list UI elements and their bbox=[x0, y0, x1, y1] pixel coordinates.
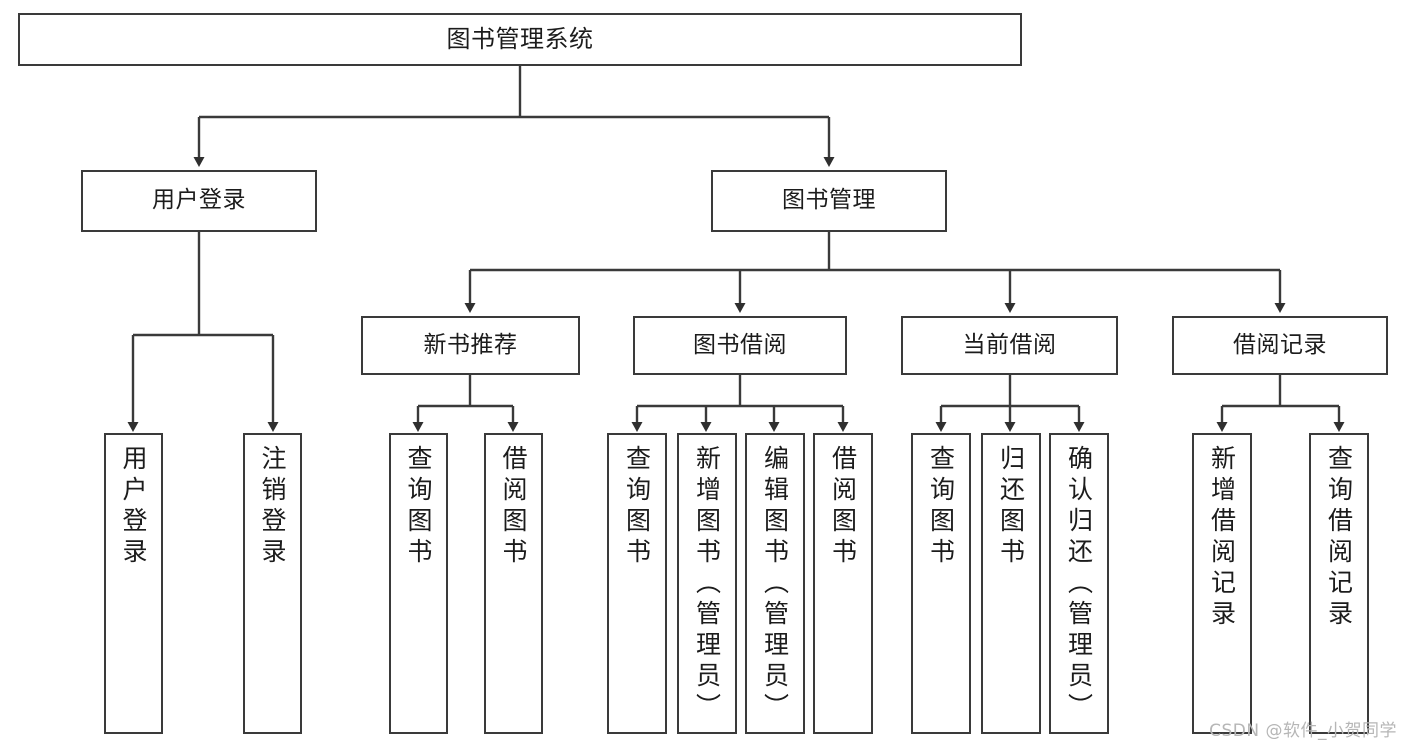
node-leaf-logout[interactable]: 注销登录 bbox=[243, 433, 302, 734]
node-leaf-add-borrow-record[interactable]: 新增借阅记录 bbox=[1192, 433, 1252, 734]
node-leaf-current-query-book[interactable]: 查询图书 bbox=[911, 433, 971, 734]
node-new-book-recommend[interactable]: 新书推荐 bbox=[361, 316, 580, 375]
node-root[interactable]: 图书管理系统 bbox=[18, 13, 1022, 66]
node-leaf-borrow-book[interactable]: 借阅图书 bbox=[813, 433, 873, 734]
node-book-management[interactable]: 图书管理 bbox=[711, 170, 947, 232]
node-borrow-record-label: 借阅记录 bbox=[1233, 331, 1327, 358]
node-leaf-newbook-borrow-book-label: 借阅图书 bbox=[499, 445, 528, 569]
node-leaf-add-book-admin-label: 新增图书（管理员） bbox=[692, 445, 722, 724]
node-new-book-recommend-label: 新书推荐 bbox=[423, 331, 518, 358]
node-leaf-user-login-label: 用户登录 bbox=[119, 445, 148, 569]
node-leaf-current-query-book-label: 查询图书 bbox=[926, 445, 956, 569]
node-leaf-user-login[interactable]: 用户登录 bbox=[104, 433, 163, 734]
node-leaf-add-borrow-record-label: 新增借阅记录 bbox=[1207, 445, 1237, 631]
node-leaf-newbook-borrow-book[interactable]: 借阅图书 bbox=[484, 433, 543, 734]
node-user-login[interactable]: 用户登录 bbox=[81, 170, 317, 232]
csdn-watermark: CSDN @软件_小贺同学 bbox=[1209, 721, 1397, 741]
node-current-borrow[interactable]: 当前借阅 bbox=[901, 316, 1118, 375]
node-leaf-return-book-label: 归还图书 bbox=[996, 445, 1026, 569]
node-borrow-record[interactable]: 借阅记录 bbox=[1172, 316, 1388, 375]
node-leaf-borrow-query-book-label: 查询图书 bbox=[622, 445, 652, 569]
node-book-borrow[interactable]: 图书借阅 bbox=[633, 316, 847, 375]
node-leaf-return-book[interactable]: 归还图书 bbox=[981, 433, 1041, 734]
node-book-management-label: 图书管理 bbox=[782, 187, 876, 214]
node-leaf-query-borrow-record-label: 查询借阅记录 bbox=[1324, 445, 1354, 631]
node-leaf-newbook-query-book[interactable]: 查询图书 bbox=[389, 433, 448, 734]
node-leaf-edit-book-admin-label: 编辑图书（管理员） bbox=[760, 445, 790, 724]
node-leaf-logout-label: 注销登录 bbox=[258, 445, 287, 569]
node-leaf-add-book-admin[interactable]: 新增图书（管理员） bbox=[677, 433, 737, 734]
node-leaf-newbook-query-book-label: 查询图书 bbox=[404, 445, 433, 569]
node-leaf-confirm-return-admin[interactable]: 确认归还（管理员） bbox=[1049, 433, 1109, 734]
node-book-borrow-label: 图书借阅 bbox=[693, 331, 787, 358]
node-leaf-borrow-query-book[interactable]: 查询图书 bbox=[607, 433, 667, 734]
node-leaf-edit-book-admin[interactable]: 编辑图书（管理员） bbox=[745, 433, 805, 734]
node-user-login-label: 用户登录 bbox=[152, 187, 246, 214]
node-leaf-confirm-return-admin-label: 确认归还（管理员） bbox=[1064, 445, 1094, 724]
node-leaf-borrow-book-label: 借阅图书 bbox=[828, 445, 858, 569]
node-leaf-query-borrow-record[interactable]: 查询借阅记录 bbox=[1309, 433, 1369, 734]
node-current-borrow-label: 当前借阅 bbox=[962, 331, 1057, 358]
node-root-label: 图书管理系统 bbox=[446, 25, 594, 54]
